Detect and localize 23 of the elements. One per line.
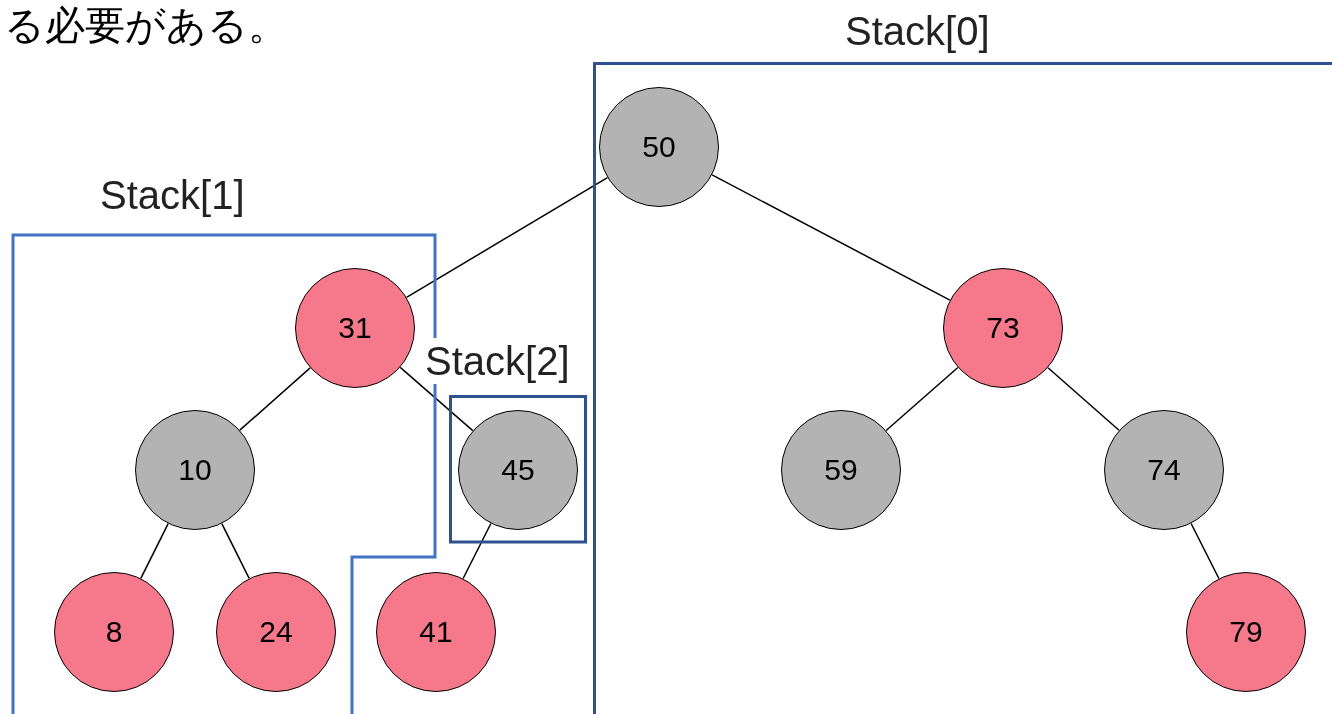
tree-node-circle: 73: [943, 268, 1063, 388]
tree-node-circle: 41: [376, 572, 496, 692]
sentence-fragment: る必要がある。: [4, 2, 288, 48]
stack-label: Stack[2]: [425, 338, 570, 384]
tree-node-circle: 45: [458, 410, 578, 530]
edge-line: [239, 367, 311, 431]
edge-line: [399, 366, 474, 432]
tree-node-circle: 24: [216, 572, 336, 692]
edge-line: [140, 522, 169, 580]
tree-node-circle: 31: [295, 268, 415, 388]
edge-line: [711, 174, 951, 301]
edge-line: [405, 176, 609, 299]
tree-node-circle: 79: [1186, 572, 1306, 692]
tree-node-circle: 50: [599, 87, 719, 207]
edge-line: [221, 522, 250, 580]
edge-line: [1190, 522, 1220, 580]
tree-node-circle: 10: [135, 410, 255, 530]
tree-node-circle: 8: [54, 572, 174, 692]
edge-line: [1047, 366, 1120, 432]
tree-node-circle: 74: [1104, 410, 1224, 530]
tree-node-circle: 59: [781, 410, 901, 530]
edge-line: [885, 366, 959, 432]
edge-line: [462, 522, 492, 580]
